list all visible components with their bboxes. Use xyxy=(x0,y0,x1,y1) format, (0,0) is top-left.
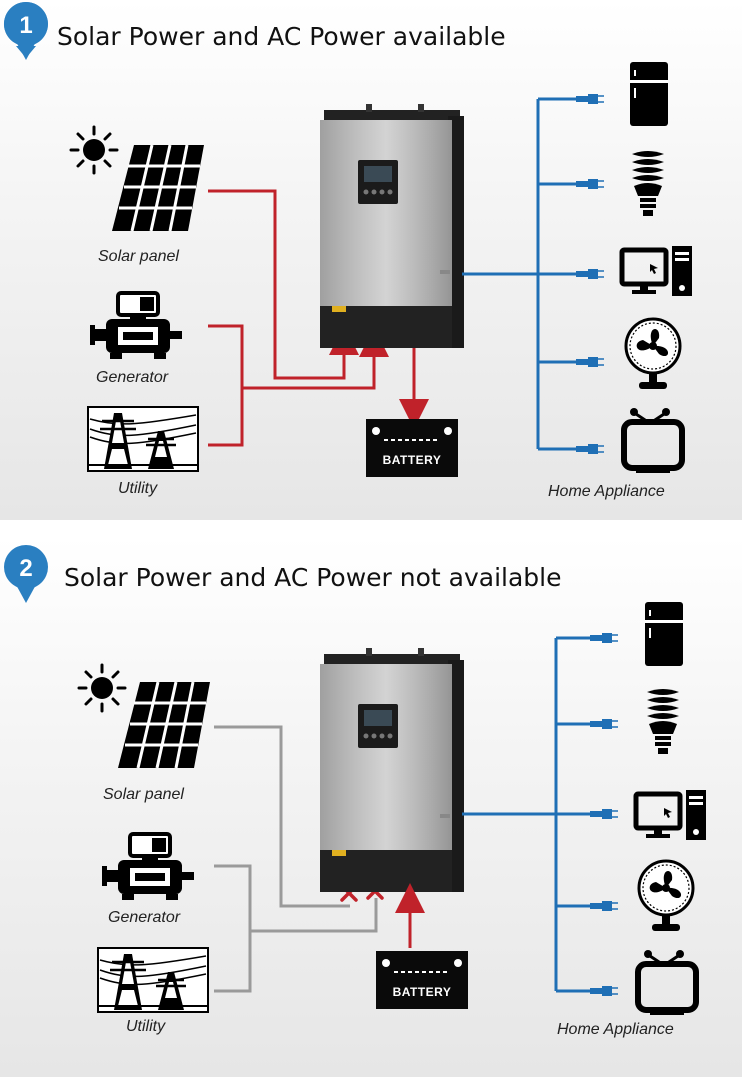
plug-icon xyxy=(575,178,605,190)
output-lines xyxy=(462,97,576,451)
scenario-2-panel: 2 Solar Power and AC Power not available… xyxy=(0,536,742,1077)
active-input-lines xyxy=(208,189,429,447)
solar-label: Solar panel xyxy=(103,786,184,803)
battery-icon: BATTERY xyxy=(375,950,469,1010)
battery-label: BATTERY xyxy=(393,985,452,999)
fridge-icon xyxy=(630,62,668,126)
generator-icon xyxy=(100,832,196,902)
generator-label: Generator xyxy=(96,369,169,386)
generator-icon xyxy=(88,291,184,361)
plug-icon xyxy=(589,808,619,820)
fan-icon xyxy=(637,859,695,933)
utility-label: Utility xyxy=(118,480,158,497)
step-badge-2: 2 xyxy=(4,545,48,603)
plug-icon xyxy=(575,268,605,280)
plug-icon xyxy=(589,900,619,912)
inverter-icon xyxy=(320,104,464,348)
scenario-2-diagram: 2 Solar Power and AC Power not available… xyxy=(4,545,742,1038)
panel-divider xyxy=(0,520,742,536)
plug-icon xyxy=(575,443,605,455)
computer-icon xyxy=(636,790,706,840)
utility-tower-icon xyxy=(96,946,210,1014)
plug-icon xyxy=(589,632,619,644)
step-badge-1: 1 xyxy=(3,2,48,60)
fan-icon xyxy=(624,317,682,391)
plug-icon xyxy=(589,985,619,997)
scenario-1-panel: 1 Solar Power and AC Power available Sol… xyxy=(0,0,742,520)
step-number: 1 xyxy=(19,12,32,39)
fridge-icon xyxy=(645,602,683,666)
solar-panel-icon xyxy=(110,143,206,233)
sun-icon xyxy=(69,125,119,175)
bulb-icon xyxy=(647,689,679,754)
computer-icon xyxy=(622,246,692,296)
appliance-label: Home Appliance xyxy=(557,1021,674,1038)
battery-icon: BATTERY xyxy=(365,418,459,478)
bulb-icon xyxy=(632,151,664,216)
inverter-icon xyxy=(320,648,464,892)
utility-label: Utility xyxy=(126,1018,166,1035)
output-lines xyxy=(462,636,590,993)
sun-icon xyxy=(77,663,127,713)
battery-label: BATTERY xyxy=(383,453,442,467)
plug-icon xyxy=(589,718,619,730)
plug-icon xyxy=(575,93,605,105)
inactive-input-lines xyxy=(214,725,378,993)
tv-icon xyxy=(624,408,682,473)
generator-label: Generator xyxy=(108,909,181,926)
scenario-title: Solar Power and AC Power available xyxy=(57,22,506,51)
utility-tower-icon xyxy=(86,405,200,473)
solar-panel-icon xyxy=(116,680,212,770)
scenario-1-diagram: 1 Solar Power and AC Power available Sol… xyxy=(3,2,742,500)
tv-icon xyxy=(638,950,696,1015)
scenario-title: Solar Power and AC Power not available xyxy=(64,563,562,592)
appliance-label: Home Appliance xyxy=(548,483,665,500)
plug-icon xyxy=(575,356,605,368)
solar-label: Solar panel xyxy=(98,248,179,265)
step-number: 2 xyxy=(19,555,32,582)
